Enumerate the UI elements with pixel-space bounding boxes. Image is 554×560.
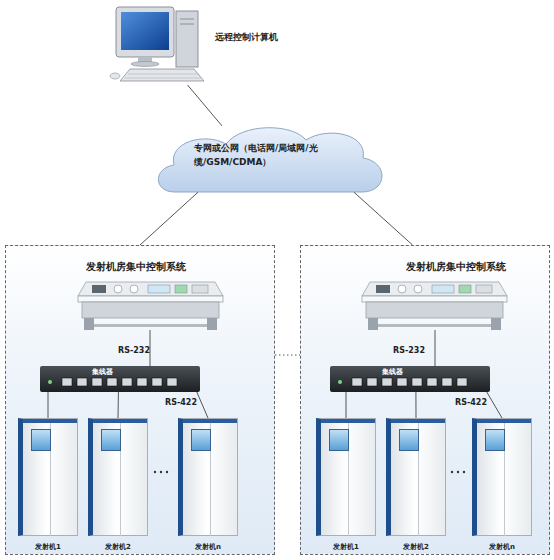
cabinet-screen <box>191 429 211 451</box>
tx-label: 发射机1 <box>18 542 78 552</box>
remote-computer: 远程控制计算机 <box>108 3 323 85</box>
sysbox-label: 发射机房集中控制系统 <box>86 260 186 274</box>
signal-label: RS-232 <box>118 346 150 355</box>
transmitter-cabinet: 发射机n <box>178 418 238 552</box>
cabinet-screen <box>31 429 51 451</box>
comp-label: 远程控制计算机 <box>215 31 278 44</box>
hub-box: 集线器 <box>330 366 490 392</box>
network-cloud: 专网或公网（电话网/局域网/光缆/GSM/CDMA） <box>150 122 390 200</box>
system-group: 发射机房集中控制系统集线器发射机1 发射机2 发射机n <box>5 245 275 555</box>
hub-label: 集线器 <box>382 367 403 377</box>
signal-label: RS-422 <box>455 398 487 407</box>
cloud-label: 专网或公网（电话网/局域网/光缆/GSM/CDMA） <box>194 141 344 169</box>
connector-line <box>354 192 413 245</box>
tx-label: 发射机n <box>472 542 532 552</box>
tx-label: 发射机2 <box>88 542 148 552</box>
cabinet-screen <box>399 429 419 451</box>
transmitter-cabinet: 发射机1 <box>18 418 78 552</box>
hub-box: 集线器 <box>40 366 200 392</box>
cabinet-body <box>18 418 78 536</box>
signal-label: RS-422 <box>165 398 197 407</box>
tx-label: 发射机n <box>178 542 238 552</box>
hub-ports <box>40 366 200 392</box>
tx-label: 发射机2 <box>386 542 446 552</box>
transmitter-cabinet: 发射机n <box>472 418 532 552</box>
cabinet-body <box>178 418 238 536</box>
hub-label: 集线器 <box>92 367 113 377</box>
connector-line <box>188 85 222 126</box>
sysbox-label: 发射机房集中控制系统 <box>406 260 506 274</box>
signal-label: RS-232 <box>393 346 425 355</box>
cabinet-screen <box>485 429 505 451</box>
system-group: 发射机房集中控制系统集线器发射机1 发射机2 发射机n <box>300 245 550 555</box>
tx-label: 发射机1 <box>316 542 376 552</box>
connector-line <box>140 192 198 245</box>
cabinet-body <box>88 418 148 536</box>
cabinet-body <box>386 418 446 536</box>
transmitter-cabinet: 发射机1 <box>316 418 376 552</box>
computer-illustration <box>108 3 208 85</box>
cabinet-screen <box>101 429 121 451</box>
cabinet-body <box>472 418 532 536</box>
cabinet-body <box>316 418 376 536</box>
cabinet-screen <box>329 429 349 451</box>
transmitter-cabinet: 发射机2 <box>386 418 446 552</box>
connector-line <box>275 355 300 356</box>
hub-ports <box>330 366 490 392</box>
transmitter-cabinet: 发射机2 <box>88 418 148 552</box>
